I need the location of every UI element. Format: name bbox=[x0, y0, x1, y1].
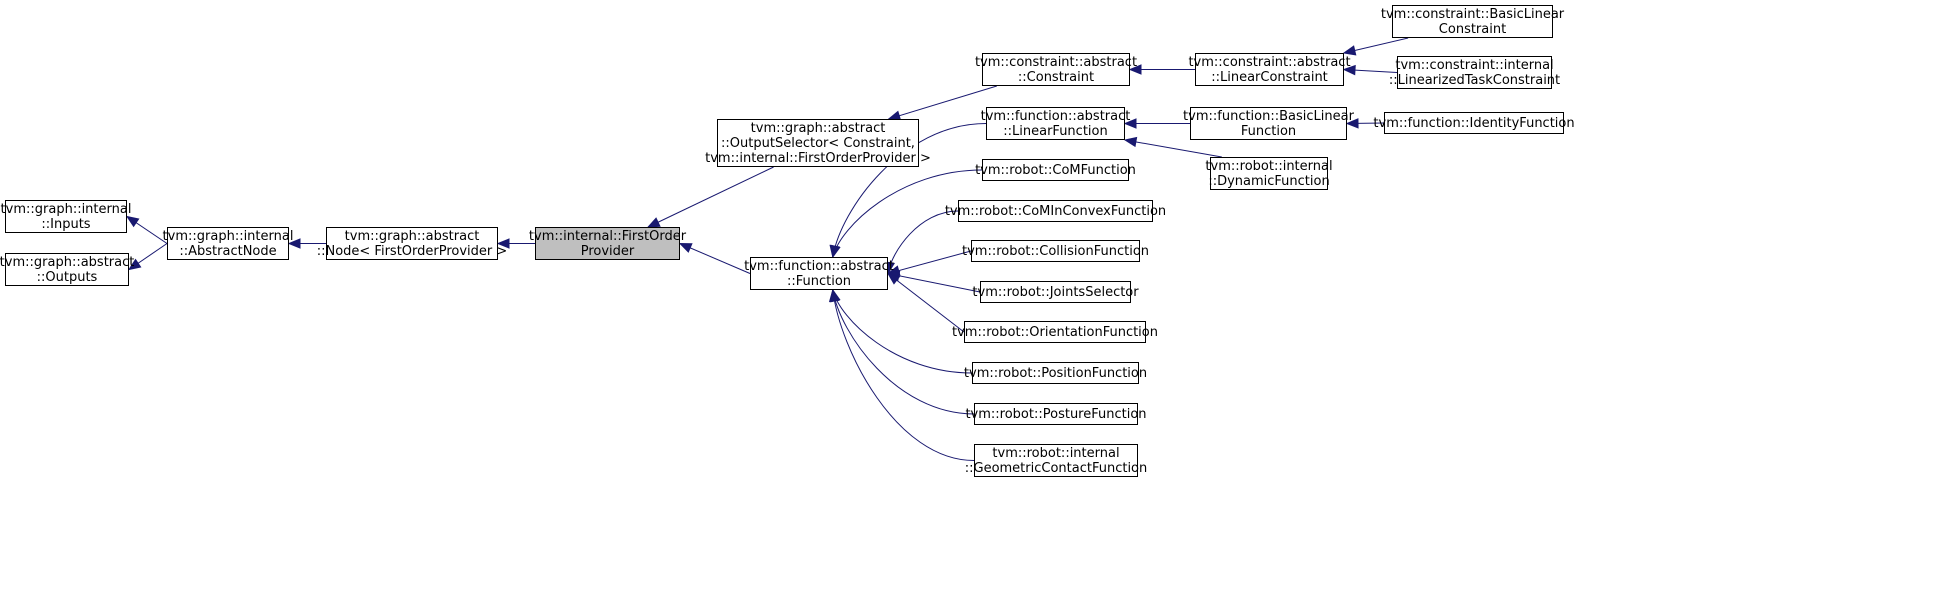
inheritance-edge bbox=[1124, 139, 1222, 158]
class-node-label: ::DynamicFunction bbox=[1208, 173, 1330, 189]
inheritance-edge bbox=[679, 243, 751, 274]
class-node-label: Constraint bbox=[1438, 21, 1507, 37]
arrowhead-icon bbox=[646, 217, 661, 228]
class-node-label: tvm::internal::FirstOrder bbox=[528, 228, 687, 244]
inheritance-edge bbox=[887, 250, 972, 274]
class-node-geometric[interactable]: tvm::robot::internal::GeometricContactFu… bbox=[965, 444, 1147, 477]
class-node-label: tvm::internal::FirstOrderProvider > bbox=[705, 150, 931, 166]
arrowhead-icon bbox=[287, 238, 301, 249]
class-node-label: tvm::robot::internal bbox=[992, 445, 1120, 461]
class-node-linearizedtask[interactable]: tvm::constraint::internal::LinearizedTas… bbox=[1389, 56, 1560, 89]
class-node-label: ::Inputs bbox=[41, 216, 91, 232]
class-node-label: tvm::graph::internal bbox=[162, 228, 294, 244]
arrowhead-icon bbox=[125, 215, 140, 228]
class-node-identity[interactable]: tvm::function::IdentityFunction bbox=[1373, 112, 1575, 134]
class-node-label: tvm::robot::OrientationFunction bbox=[952, 324, 1158, 340]
inheritance-edge bbox=[832, 169, 983, 258]
inheritance-edge bbox=[832, 289, 975, 461]
class-node-outputselector[interactable]: tvm::graph::abstract::OutputSelector< Co… bbox=[705, 119, 931, 167]
class-node-label: ::Constraint bbox=[1017, 69, 1095, 85]
class-node-node[interactable]: tvm::graph::abstract::Node< FirstOrderPr… bbox=[317, 227, 507, 260]
class-node-label: ::OutputSelector< Constraint, bbox=[721, 135, 915, 151]
class-node-label: tvm::graph::abstract bbox=[750, 120, 886, 136]
class-node-label: tvm::graph::abstract bbox=[0, 254, 135, 270]
arrowhead-icon bbox=[496, 238, 510, 249]
class-node-label: Function bbox=[1240, 123, 1297, 139]
arrowhead-icon bbox=[1128, 64, 1142, 75]
class-node-label: ::Outputs bbox=[36, 269, 98, 285]
class-node-label: tvm::graph::internal bbox=[0, 201, 132, 217]
class-node-comconvex[interactable]: tvm::robot::CoMInConvexFunction bbox=[945, 200, 1166, 222]
class-node-label: Provider bbox=[580, 243, 635, 259]
class-node-position[interactable]: tvm::robot::PositionFunction bbox=[964, 362, 1147, 384]
class-node-posture[interactable]: tvm::robot::PostureFunction bbox=[965, 403, 1147, 425]
inheritance-edge bbox=[887, 273, 965, 333]
class-node-joints[interactable]: tvm::robot::JointsSelector bbox=[972, 281, 1139, 303]
class-node-function[interactable]: tvm::function::abstract::Function bbox=[744, 257, 894, 290]
class-node-dynamic[interactable]: tvm::robot::internal::DynamicFunction bbox=[1205, 157, 1333, 190]
arrowhead-icon bbox=[678, 242, 693, 253]
class-node-inputs[interactable]: tvm::graph::internal::Inputs bbox=[1, 200, 131, 233]
class-node-collision[interactable]: tvm::robot::CollisionFunction bbox=[962, 240, 1149, 262]
class-node-linearconstraint[interactable]: tvm::constraint::abstract::LinearConstra… bbox=[1188, 53, 1351, 86]
arrowhead-icon bbox=[1123, 136, 1138, 148]
arrowhead-icon bbox=[1342, 45, 1357, 56]
class-node-outputs[interactable]: tvm::graph::abstract::Outputs bbox=[0, 253, 134, 286]
class-node-label: tvm::function::abstract bbox=[744, 258, 894, 274]
inheritance-edge bbox=[832, 123, 987, 258]
class-node-label: ::LinearConstraint bbox=[1211, 69, 1328, 85]
class-node-label: tvm::function::BasicLinear bbox=[1183, 108, 1354, 124]
class-node-abstractnode[interactable]: tvm::graph::internal::AbstractNode bbox=[163, 227, 293, 260]
inheritance-edge bbox=[887, 273, 981, 293]
class-node-label: tvm::robot::internal bbox=[1205, 158, 1333, 174]
class-node-label: tvm::robot::CoMInConvexFunction bbox=[944, 203, 1167, 219]
inheritance-edge bbox=[888, 85, 997, 120]
inheritance-edge bbox=[832, 289, 975, 415]
arrowhead-icon bbox=[830, 244, 841, 259]
class-node-label: ::Function bbox=[786, 273, 852, 289]
arrowhead-icon bbox=[828, 288, 840, 303]
arrowhead-icon bbox=[1123, 118, 1137, 129]
class-node-orientation[interactable]: tvm::robot::OrientationFunction bbox=[952, 321, 1158, 343]
class-node-label: tvm::function::IdentityFunction bbox=[1373, 115, 1575, 131]
class-node-label: tvm::robot::PositionFunction bbox=[963, 365, 1148, 381]
inheritance-edge bbox=[647, 166, 774, 228]
class-node-label: ::LinearizedTaskConstraint bbox=[1388, 72, 1561, 88]
arrowhead-icon bbox=[127, 258, 142, 271]
class-node-com[interactable]: tvm::robot::CoMFunction bbox=[975, 159, 1136, 181]
arrowhead-icon bbox=[886, 272, 901, 285]
class-node-label: tvm::robot::JointsSelector bbox=[972, 284, 1139, 300]
class-node-linearfunction[interactable]: tvm::function::abstract::LinearFunction bbox=[981, 107, 1130, 140]
class-node-constraint[interactable]: tvm::constraint::abstract::Constraint bbox=[975, 53, 1137, 86]
inheritance-edge bbox=[832, 289, 973, 374]
class-node-label: ::Node< FirstOrderProvider > bbox=[316, 243, 508, 259]
class-node-label: tvm::constraint::abstract bbox=[1188, 54, 1351, 70]
class-node-label: tvm::constraint::abstract bbox=[974, 54, 1138, 70]
class-node-label: ::GeometricContactFunction bbox=[964, 460, 1148, 476]
class-node-label: tvm::robot::CollisionFunction bbox=[961, 243, 1150, 259]
class-node-label: tvm::robot::CoMFunction bbox=[975, 162, 1136, 178]
class-node-label: ::LinearFunction bbox=[1003, 123, 1108, 139]
arrowhead-icon bbox=[1342, 64, 1356, 76]
arrowhead-icon bbox=[1345, 118, 1359, 129]
class-node-label: tvm::constraint::BasicLinear bbox=[1380, 6, 1565, 22]
class-node-label: ::AbstractNode bbox=[179, 243, 277, 259]
class-node-label: tvm::graph::abstract bbox=[344, 228, 480, 244]
class-node-label: tvm::constraint::internal bbox=[1395, 57, 1554, 73]
class-node-label: tvm::robot::PostureFunction bbox=[965, 406, 1147, 422]
class-node-label: tvm::function::abstract bbox=[980, 108, 1131, 124]
